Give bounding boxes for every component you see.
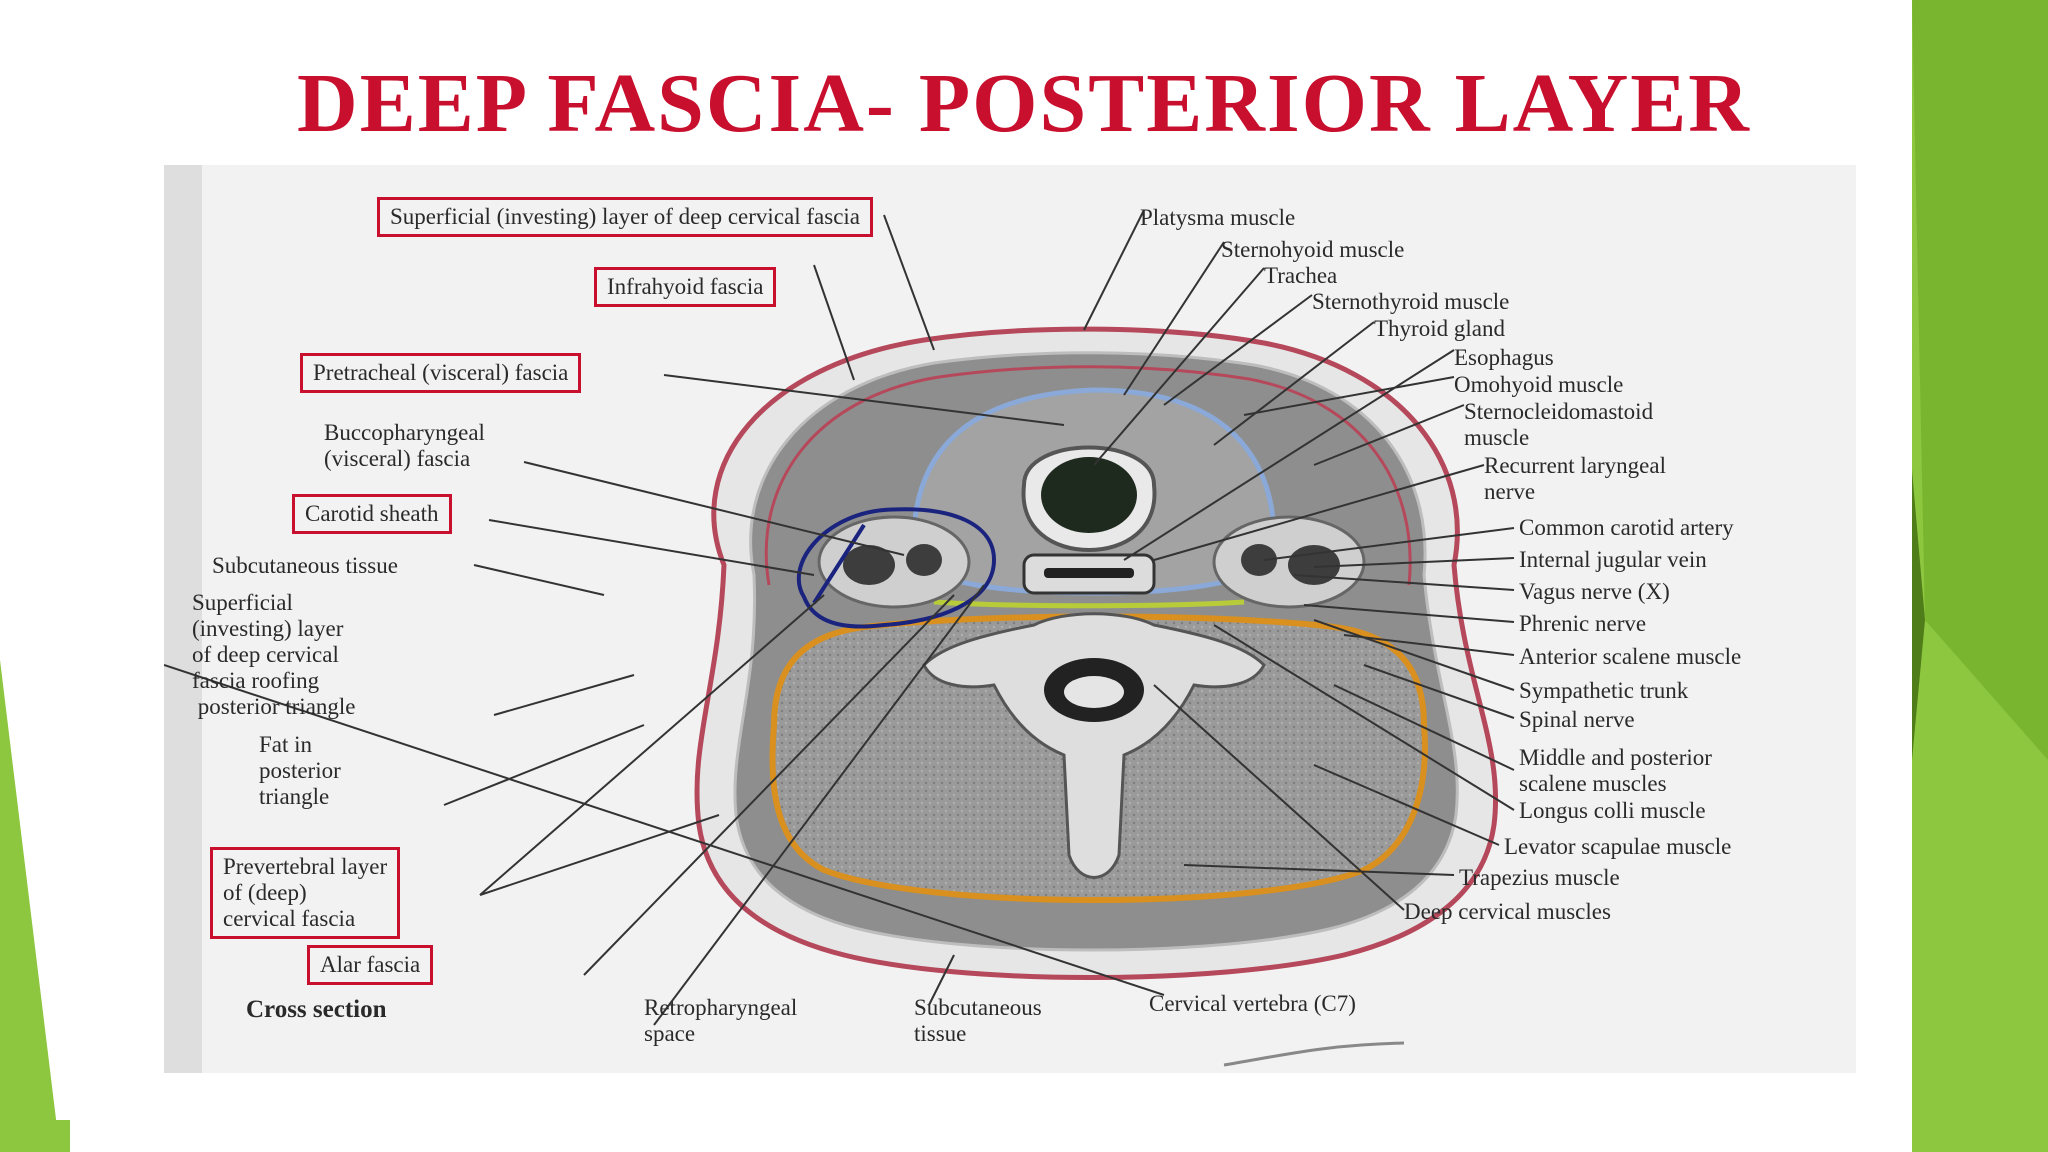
label-sympathetic-trunk: Sympathetic trunk — [1519, 678, 1689, 703]
cervical-vertebra — [922, 612, 1266, 879]
left-green-bottom — [0, 1120, 70, 1152]
label-trachea: Trachea — [1264, 263, 1338, 288]
label-internal-jugular: Internal jugular vein — [1519, 547, 1707, 572]
left-green-wedge — [0, 660, 60, 1152]
label-anterior-scalene: Anterior scalene muscle — [1519, 644, 1742, 669]
label-superficial-layer: Superficial (investing) layer of deep ce… — [377, 197, 873, 237]
investing-layer-line — [764, 365, 1412, 586]
carotid-annotation-tick — [812, 523, 866, 605]
esophagus-lumen — [1044, 568, 1134, 578]
label-sternothyroid: Sternothyroid muscle — [1312, 289, 1510, 314]
label-common-carotid: Common carotid artery — [1519, 515, 1734, 540]
label-cervical-vertebra: Cervical vertebra (C7) — [1149, 991, 1356, 1016]
label-sternohyoid: Sternohyoid muscle — [1221, 237, 1405, 262]
label-levator-scapulae: Levator scapulae muscle — [1504, 834, 1732, 859]
label-superficial-roofing: Superficial (investing) layer of deep ce… — [192, 590, 356, 719]
label-subcutaneous-tissue-bottom: Subcutaneous tissue — [914, 995, 1042, 1046]
label-retropharyngeal-space: Retropharyngeal space — [644, 995, 798, 1046]
label-carotid-sheath: Carotid sheath — [292, 494, 452, 534]
label-esophagus: Esophagus — [1454, 345, 1554, 370]
label-omohyoid: Omohyoid muscle — [1454, 372, 1624, 397]
slide-title: DEEP FASCIA- POSTERIOR LAYER — [297, 57, 1751, 150]
label-alar-fascia: Alar fascia — [307, 945, 434, 985]
label-thyroid-gland: Thyroid gland — [1374, 316, 1505, 341]
neck-cross-section-illustration — [164, 165, 1515, 1073]
right-dark-sliver — [1912, 470, 1925, 760]
label-middle-posterior-scalene: Middle and posterior scalene muscles — [1519, 745, 1712, 796]
label-spinal-nerve: Spinal nerve — [1519, 707, 1635, 732]
label-prevertebral-layer: Prevertebral layer of (deep) cervical fa… — [210, 847, 401, 939]
label-fat-posterior-triangle: Fat in posterior triangle — [259, 732, 341, 809]
right-green-shade — [1912, 0, 2048, 760]
carotid-annotation-circle — [796, 507, 997, 629]
signature-scribble — [1223, 1041, 1405, 1067]
label-buccopharyngeal-fascia: Buccopharyngeal (visceral) fascia — [324, 420, 485, 471]
anatomy-figure: Superficial (investing) layer of deep ce… — [164, 165, 1856, 1073]
label-longus-colli: Longus colli muscle — [1519, 798, 1706, 823]
label-subcutaneous-tissue: Subcutaneous tissue — [212, 553, 398, 578]
label-phrenic-nerve: Phrenic nerve — [1519, 611, 1647, 636]
right-common-carotid — [1241, 544, 1277, 576]
left-common-carotid — [906, 544, 942, 576]
spinal-cord-inner — [1064, 676, 1124, 708]
figure-left-shade — [164, 165, 202, 1073]
label-trapezius: Trapezius muscle — [1459, 865, 1620, 890]
label-cross-section: Cross section — [246, 996, 387, 1023]
tracheal-lumen — [1041, 457, 1137, 533]
label-deep-cervical-muscles: Deep cervical muscles — [1404, 899, 1611, 924]
leader-lines — [164, 214, 1165, 1026]
label-platysma: Platysma muscle — [1140, 205, 1296, 230]
leader-lines-right — [1083, 209, 1515, 911]
label-infrahyoid-fascia: Infrahyoid fascia — [594, 267, 777, 307]
label-sternocleidomastoid: Sternocleidomastoid muscle — [1464, 399, 1654, 450]
label-recurrent-laryngeal: Recurrent laryngeal nerve — [1484, 453, 1666, 504]
label-vagus-nerve: Vagus nerve (X) — [1519, 579, 1670, 604]
left-internal-jugular — [843, 545, 895, 585]
label-pretracheal-fascia: Pretracheal (visceral) fascia — [300, 353, 582, 393]
